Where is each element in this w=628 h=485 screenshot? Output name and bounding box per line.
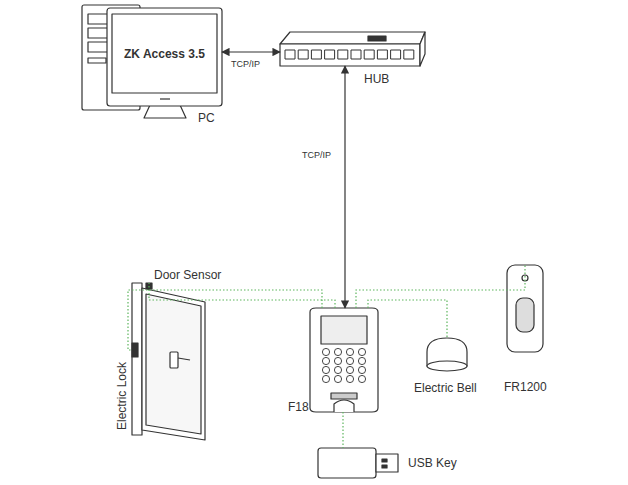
electric-lock-label: Electric Lock	[115, 362, 129, 430]
hub-label: HUB	[364, 72, 389, 86]
bell-box: Electric Bell	[427, 338, 467, 371]
device-label: F18	[288, 400, 309, 414]
f18-terminal	[310, 308, 378, 412]
pc-label: PC	[198, 111, 215, 125]
protocol-label: TCP/IP	[301, 150, 332, 161]
signal-wire	[342, 412, 343, 448]
usb-key	[318, 448, 398, 478]
electric-bell	[427, 338, 467, 371]
hub-box: HUB	[280, 32, 425, 66]
door	[132, 283, 205, 440]
protocol-label: TCP/IP	[230, 59, 261, 70]
pc-computer: PCZK Access 3.5	[82, 5, 222, 118]
signal-wire	[128, 290, 322, 350]
monitor-screen: ZK Access 3.5	[112, 14, 217, 93]
signal-wire	[368, 300, 447, 338]
usb-box: USB Key	[318, 448, 398, 478]
reader-label: FR1200	[504, 380, 547, 394]
door-box: Door SensorElectric Lock	[132, 283, 205, 440]
door-sensor-label: Door Sensor	[154, 268, 221, 282]
network-link	[222, 51, 280, 52]
pc-monitor	[107, 8, 222, 118]
fr1200-reader	[507, 265, 543, 352]
bell-label: Electric Bell	[414, 381, 477, 395]
signal-wire	[149, 283, 335, 308]
usb-label: USB Key	[408, 456, 457, 470]
hub-switch	[280, 32, 425, 66]
software-name: ZK Access 3.5	[124, 47, 205, 61]
terminal-box: F18	[310, 308, 378, 412]
network-link	[344, 66, 345, 308]
reader-box: FR1200	[507, 265, 543, 352]
signal-wire	[356, 265, 525, 308]
